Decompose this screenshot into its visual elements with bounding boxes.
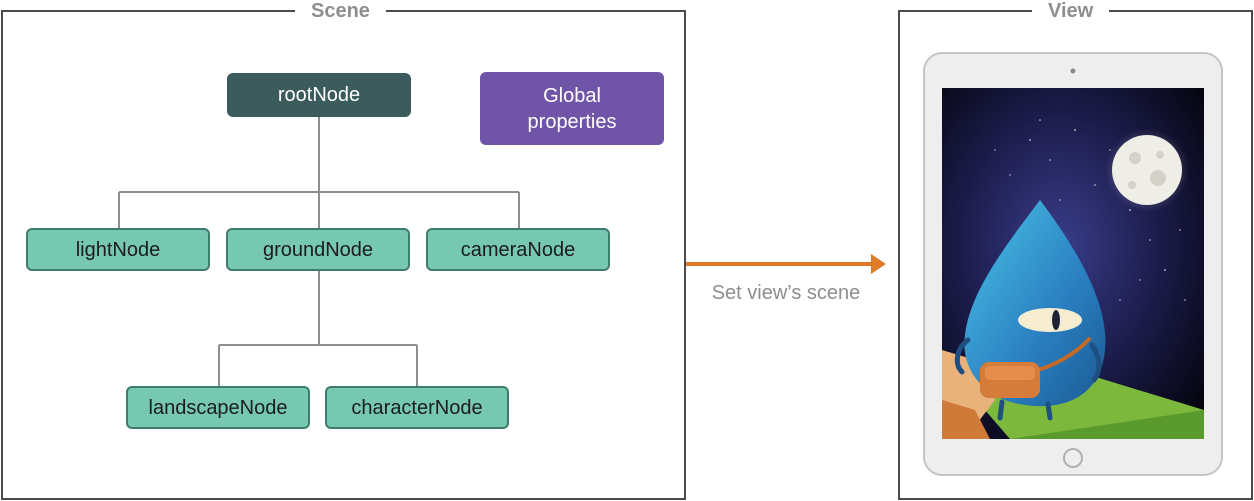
root-node: rootNode bbox=[227, 73, 411, 117]
scene-frame: Scene bbox=[1, 0, 686, 500]
arrow-caption: Set view’s scene bbox=[711, 282, 861, 304]
ipad-home-button bbox=[1063, 448, 1083, 468]
ipad-camera bbox=[1070, 68, 1076, 74]
character-node: characterNode bbox=[325, 386, 509, 429]
scene-frame-label: Scene bbox=[295, 0, 386, 22]
view-frame-label: View bbox=[1032, 0, 1110, 22]
stars bbox=[994, 119, 1186, 301]
light-node: lightNode bbox=[26, 228, 210, 271]
ipad-screen bbox=[942, 88, 1204, 439]
moon bbox=[1112, 135, 1182, 205]
global-properties-node: Global properties bbox=[480, 72, 664, 145]
drop-eye bbox=[1018, 308, 1082, 332]
view-frame: View bbox=[898, 0, 1253, 500]
ground-node: groundNode bbox=[226, 228, 410, 271]
camera-node: cameraNode bbox=[426, 228, 610, 271]
landscape-node: landscapeNode bbox=[126, 386, 310, 429]
